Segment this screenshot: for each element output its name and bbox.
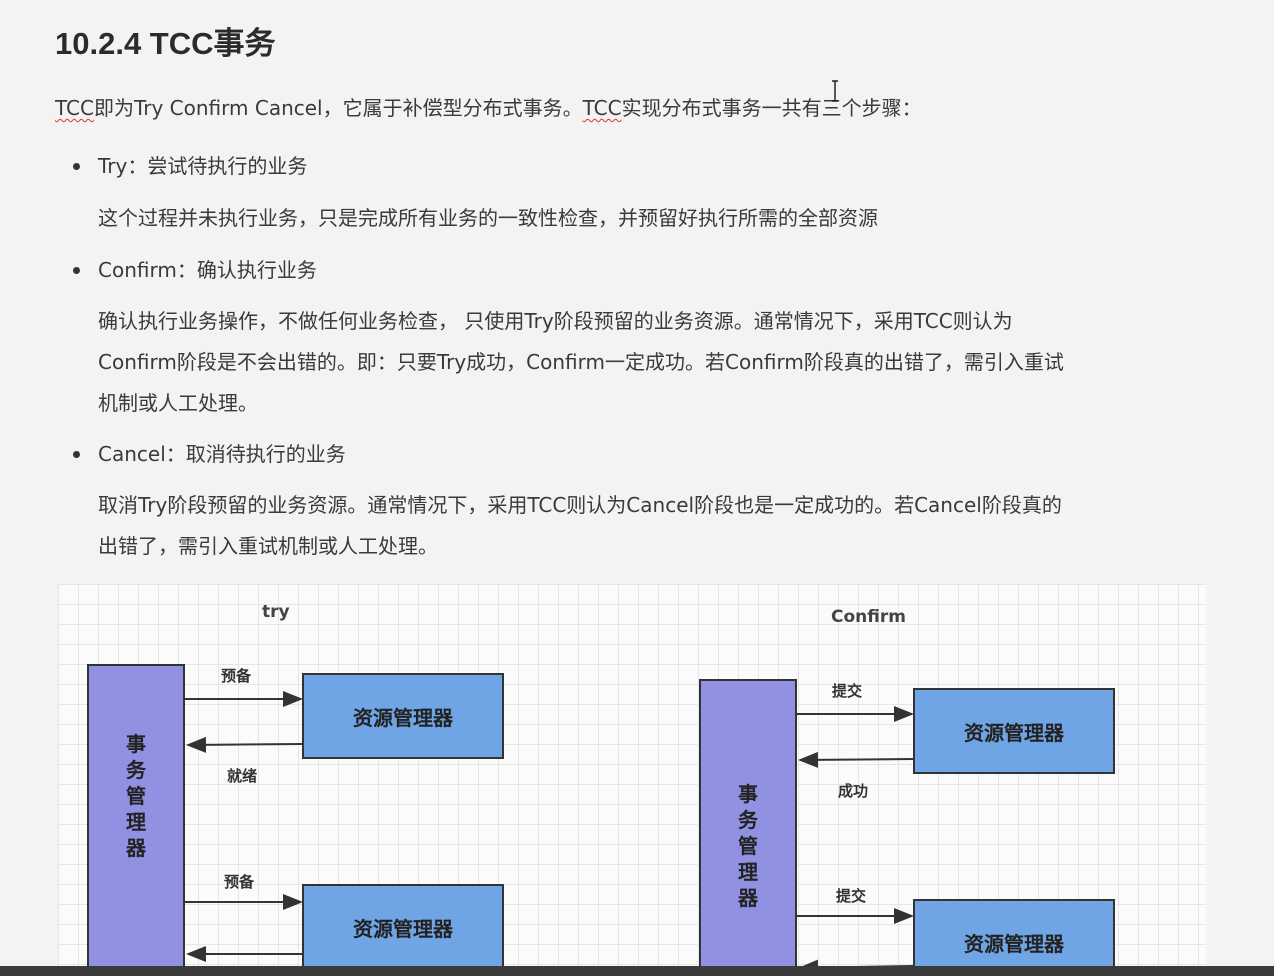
label-prepare: 预备 (224, 873, 255, 891)
intro-paragraph: TCC即为Try Confirm Cancel，它属于补偿型分布式事务。TCC实… (55, 88, 922, 128)
transaction-manager-box: 事务管理器 (699, 679, 797, 976)
step-try-description: 这个过程并未执行业务，只是完成所有业务的一致性检查，并预留好执行所需的全部资源 (98, 198, 878, 239)
resource-manager-box: 资源管理器 (302, 884, 504, 970)
resource-manager-label: 资源管理器 (964, 931, 1064, 956)
step-try-label: Try：尝试待执行的业务 (72, 146, 307, 186)
text-cursor-icon (832, 80, 838, 102)
label-commit: 提交 (836, 887, 867, 905)
transaction-manager-box: 事务管理器 (87, 664, 185, 976)
label-success: 成功 (838, 782, 869, 800)
resource-manager-label: 资源管理器 (353, 705, 453, 730)
label-commit: 提交 (832, 682, 863, 700)
transaction-manager-label: 事务管理器 (738, 782, 758, 911)
label-prepare: 预备 (221, 667, 252, 685)
bottom-taskbar-strip (0, 966, 1274, 976)
resource-manager-label: 资源管理器 (964, 720, 1064, 745)
step-cancel-label: Cancel：取消待执行的业务 (73, 434, 346, 474)
step-cancel-desc-line: 出错了，需引入重试机制或人工处理。 (98, 534, 438, 558)
diagram-confirm-title: Confirm (831, 607, 906, 627)
arrow-success-1 (798, 751, 914, 768)
transaction-manager-label: 事务管理器 (126, 731, 146, 860)
intro-term-tcc: TCC (55, 96, 94, 120)
step-confirm-desc-line: 机制或人工处理。 (98, 391, 258, 415)
tcc-diagram: try 事务管理器 预备 就绪 预备 资源管理器 资源管理器 Confirm 事… (58, 584, 1206, 976)
diagram-arrows (185, 691, 914, 976)
resource-manager-box: 资源管理器 (913, 899, 1115, 976)
section-title: 10.2.4 TCC事务 (55, 26, 276, 61)
intro-term-tcc-2: TCC (582, 96, 622, 120)
intro-text-2: 实现分布式事务一共有三个步骤： (621, 96, 922, 120)
resource-manager-label: 资源管理器 (353, 916, 453, 941)
step-confirm-desc-line: Confirm阶段是不会出错的。即：只要Try成功，Confirm一定成功。若C… (98, 350, 1064, 374)
step-confirm-label: Confirm：确认执行业务 (73, 250, 317, 290)
label-ready: 就绪 (227, 767, 258, 785)
step-try-desc-line: 这个过程并未执行业务，只是完成所有业务的一致性检查，并预留好执行所需的全部资源 (98, 206, 878, 230)
arrow-ready-1 (186, 736, 304, 753)
step-confirm-description: 确认执行业务操作，不做任何业务检查， 只使用Try阶段预留的业务资源。通常情况下… (98, 301, 1064, 424)
step-confirm-desc-line: 确认执行业务操作，不做任何业务检查， 只使用Try阶段预留的业务资源。通常情况下… (98, 309, 1013, 333)
diagram-try-title: try (262, 602, 290, 622)
step-cancel-desc-line: 取消Try阶段预留的业务资源。通常情况下，采用TCC则认为Cancel阶段也是一… (98, 493, 1062, 517)
intro-text-1: 即为Try Confirm Cancel，它属于补偿型分布式事务。 (93, 96, 583, 120)
step-cancel-description: 取消Try阶段预留的业务资源。通常情况下，采用TCC则认为Cancel阶段也是一… (98, 485, 1062, 567)
resource-manager-box: 资源管理器 (913, 688, 1115, 774)
resource-manager-box: 资源管理器 (302, 673, 504, 759)
